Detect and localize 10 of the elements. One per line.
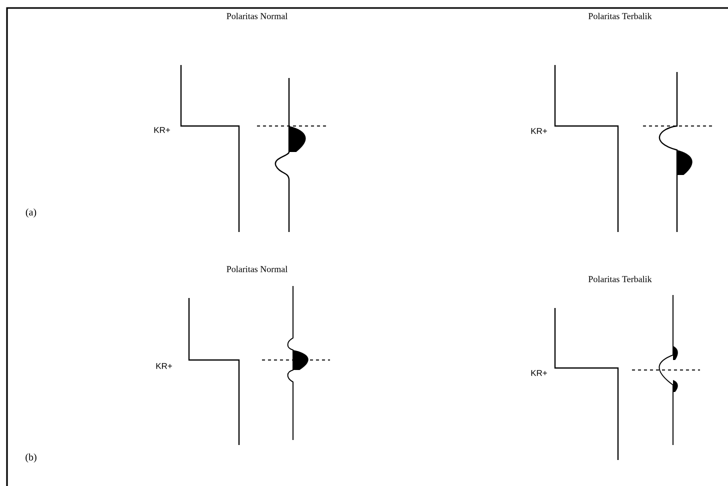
panel-title: Polaritas Terbalik [588, 276, 652, 282]
boundary-label: KR+ [156, 363, 172, 369]
panel-title: Polaritas Normal [226, 266, 288, 272]
boundary-label: KR+ [531, 128, 547, 134]
panel-letter: (b) [26, 453, 36, 463]
panel-letter: (a) [26, 208, 36, 218]
panel-title: Polaritas Terbalik [588, 12, 652, 20]
panel-title: Polaritas Normal [226, 12, 288, 20]
boundary-label: KR+ [531, 370, 547, 376]
boundary-label: KR+ [154, 127, 170, 133]
